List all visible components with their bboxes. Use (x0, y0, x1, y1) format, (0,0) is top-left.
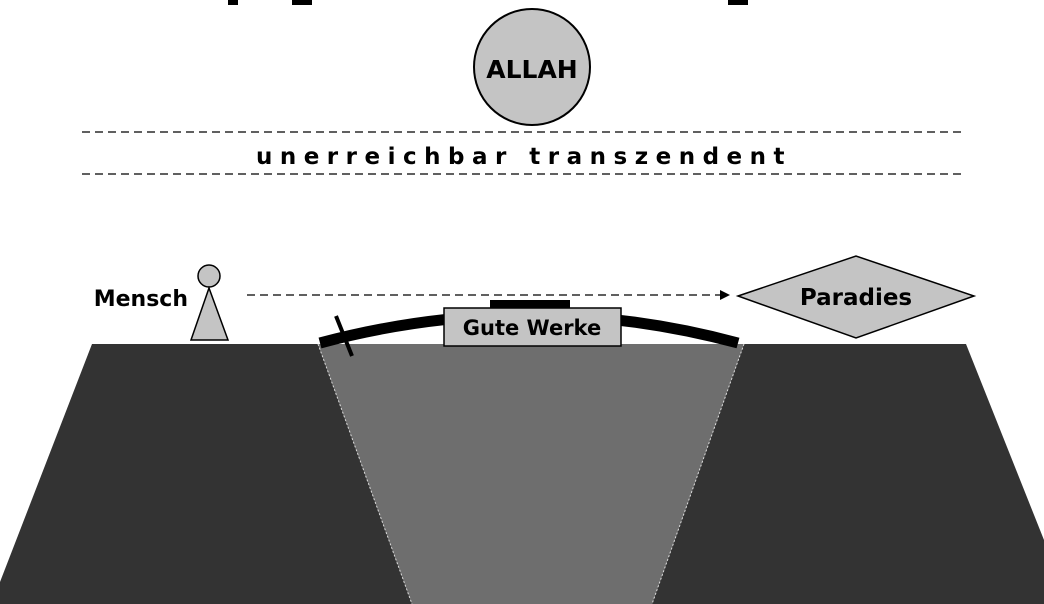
cropped-title-fragments (228, 0, 748, 5)
human-body-icon (191, 288, 228, 340)
path-arrow (247, 290, 730, 300)
bridge-top-tab (490, 300, 570, 308)
human-head-icon (198, 265, 220, 287)
human-label: Mensch (94, 287, 188, 312)
allah-node: ALLAH (474, 9, 590, 125)
arrow-head-icon (720, 290, 730, 300)
transcendence-band: unerreichbar transzendent (82, 132, 966, 174)
band-label: unerreichbar transzendent (256, 144, 792, 170)
good-works-box: Gute Werke (444, 308, 621, 346)
human-figure (191, 265, 228, 340)
good-works-label: Gute Werke (463, 316, 601, 340)
paradise-label: Paradies (800, 285, 912, 311)
paradise-node: Paradies (738, 256, 974, 338)
allah-label: ALLAH (486, 55, 577, 84)
